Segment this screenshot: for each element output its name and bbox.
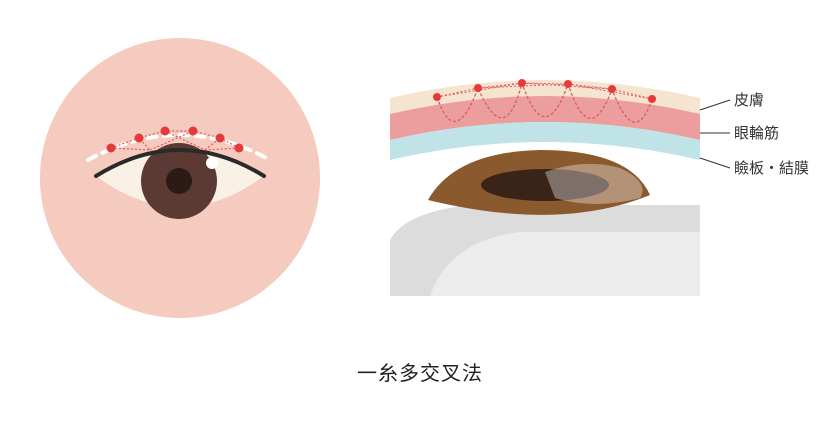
pupil-section	[481, 169, 609, 201]
suture-point	[474, 84, 482, 92]
iris-highlight	[206, 157, 218, 169]
label-orbicularis-muscle: 眼輪筋	[734, 124, 780, 142]
leader-line-skin	[699, 99, 731, 111]
pupil	[166, 168, 192, 194]
suture-thread-section	[436, 80, 653, 123]
suture-point	[234, 143, 244, 153]
suture-point	[134, 133, 144, 143]
suture-point	[215, 133, 225, 143]
suture-point	[564, 80, 572, 88]
suture-point	[106, 143, 116, 153]
leader-line-tarsus	[699, 157, 731, 169]
skin-layer	[390, 80, 700, 114]
suture-thread-front	[110, 130, 240, 151]
suture-point	[648, 95, 656, 103]
muscle-layer	[390, 96, 700, 140]
cornea-highlight	[545, 163, 643, 204]
tarsus-conjunctiva-layer	[390, 122, 700, 160]
suture-point	[188, 126, 198, 136]
suture-point	[518, 79, 526, 87]
eyelid-cross-section-illustration	[390, 79, 731, 296]
label-skin: 皮膚	[734, 91, 765, 109]
eye-front-illustration	[40, 38, 320, 318]
caption: 一糸多交叉法	[357, 361, 483, 385]
eyeball-shade	[430, 232, 700, 296]
label-tarsus-conjunctiva: 瞼板・結膜	[734, 159, 810, 177]
suture-point	[160, 126, 170, 136]
suture-point	[608, 85, 616, 93]
suture-point	[433, 93, 441, 101]
upper-eyelid-line	[94, 148, 266, 178]
